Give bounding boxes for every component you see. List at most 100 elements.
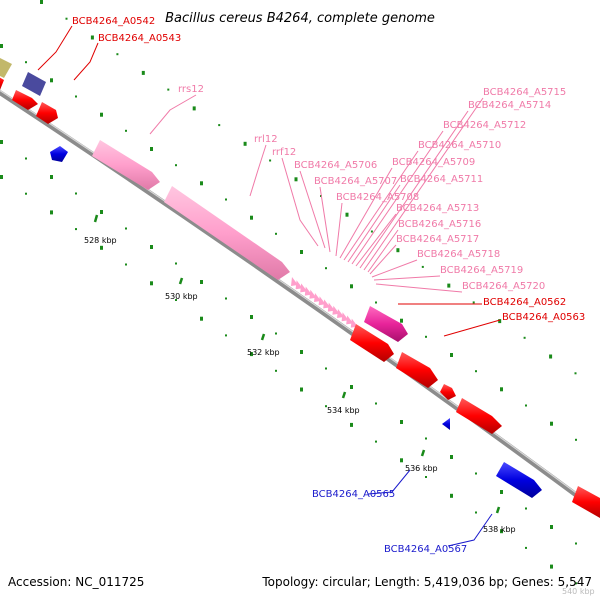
guide-dot — [550, 421, 553, 426]
gene-red-mid-1[interactable] — [396, 352, 438, 388]
gene-olive[interactable] — [0, 56, 12, 78]
guide-dot — [475, 370, 477, 373]
guide-dot — [90, 35, 94, 40]
label-a5714[interactable]: BCB4264_A5714 — [468, 100, 551, 111]
guide-dot — [549, 354, 553, 359]
label-a5720[interactable]: BCB4264_A5720 — [462, 281, 545, 292]
label-a5711[interactable]: BCB4264_A5711 — [400, 174, 483, 185]
trna-gene-cluster[interactable] — [291, 277, 358, 328]
guide-dot — [575, 542, 577, 545]
guide-dot — [421, 265, 424, 268]
guide-dot — [450, 493, 453, 498]
gene-a0565[interactable] — [442, 418, 450, 430]
label-a5717[interactable]: BCB4264_A5717 — [396, 234, 479, 245]
guide-dot — [100, 210, 103, 214]
label-a0562[interactable]: BCB4264_A0562 — [483, 297, 566, 308]
label-a5709[interactable]: BCB4264_A5709 — [392, 157, 475, 168]
guide-dot — [0, 140, 3, 144]
guide-dot — [447, 283, 451, 288]
guide-dot — [396, 248, 400, 253]
leader-line — [355, 213, 397, 267]
guide-dot — [250, 215, 253, 220]
guide-dot — [150, 147, 153, 151]
gene-blue-small[interactable] — [50, 146, 68, 162]
gene-a0563[interactable] — [350, 324, 394, 362]
guide-dot — [75, 95, 77, 98]
guide-dot — [175, 299, 177, 301]
guide-dot — [218, 124, 221, 127]
leader-line — [373, 275, 441, 281]
genome-backbone-highlight — [0, 89, 600, 512]
scale-ticks — [93, 214, 501, 514]
leader-line — [299, 170, 326, 249]
tick-label-540: 540 kbp — [562, 587, 595, 596]
label-a0543[interactable]: BCB4264_A0543 — [98, 33, 181, 44]
gene-red-mid-2[interactable] — [440, 384, 456, 400]
guide-dot — [472, 301, 475, 304]
gene-a0567[interactable] — [496, 462, 542, 498]
guide-dot — [200, 181, 203, 186]
leader-line — [37, 25, 73, 71]
accession-text: Accession: NC_011725 — [8, 575, 144, 589]
guide-dot — [400, 318, 403, 323]
label-a5713[interactable]: BCB4264_A5713 — [396, 203, 479, 214]
label-leader-lines — [37, 25, 501, 547]
label-a5719[interactable]: BCB4264_A5719 — [440, 265, 523, 276]
guide-dot — [50, 78, 53, 83]
guide-dot — [550, 525, 553, 529]
gene-red-small-2[interactable] — [36, 102, 58, 124]
guide-dot — [125, 129, 127, 132]
label-a5708[interactable]: BCB4264_A5708 — [336, 192, 419, 203]
label-rrf12[interactable]: rrf12 — [272, 147, 296, 158]
label-a0563[interactable]: BCB4264_A0563 — [502, 312, 585, 323]
gene-a0562[interactable] — [364, 306, 408, 342]
guide-dot — [575, 438, 577, 441]
label-a0542[interactable]: BCB4264_A0542 — [72, 16, 155, 27]
guide-dot — [425, 476, 427, 478]
tick-label-536: 536 kbp — [405, 464, 438, 473]
leader-line — [443, 319, 501, 337]
leader-line — [73, 42, 99, 81]
label-a5710[interactable]: BCB4264_A5710 — [418, 140, 501, 151]
leader-line — [347, 184, 401, 263]
label-a5707[interactable]: BCB4264_A5707 — [314, 176, 397, 187]
label-a0565[interactable]: BCB4264_A0565 — [312, 489, 395, 500]
tick-label-530: 530 kbp — [165, 292, 198, 301]
guide-dot — [150, 245, 153, 249]
guide-dot — [116, 53, 119, 56]
label-a0567[interactable]: BCB4264_A0567 — [384, 544, 467, 555]
guide-dot — [475, 472, 477, 475]
gene-rrs12[interactable] — [92, 140, 160, 190]
label-rrs12[interactable]: rrs12 — [178, 84, 204, 95]
gene-rrl12[interactable] — [164, 186, 290, 280]
label-rrl12[interactable]: rrl12 — [254, 134, 278, 145]
guide-dot — [25, 192, 27, 195]
guide-dot — [192, 106, 196, 111]
label-a5715[interactable]: BCB4264_A5715 — [483, 87, 566, 98]
guide-dot — [50, 175, 53, 179]
guide-dot — [450, 353, 453, 357]
label-a5718[interactable]: BCB4264_A5718 — [417, 249, 500, 260]
guide-dot — [574, 372, 577, 375]
guide-dot — [225, 198, 227, 201]
guide-dot — [25, 61, 27, 64]
leader-line — [369, 244, 397, 275]
gene-red-a0542[interactable] — [0, 74, 4, 90]
label-a5706[interactable]: BCB4264_A5706 — [294, 160, 377, 171]
guide-dot — [350, 422, 353, 427]
guide-dot — [498, 319, 502, 324]
gene-navy[interactable] — [22, 72, 46, 96]
label-a5712[interactable]: BCB4264_A5712 — [443, 120, 526, 131]
label-a5716[interactable]: BCB4264_A5716 — [398, 219, 481, 230]
guide-dot — [375, 440, 377, 443]
guide-dot — [40, 0, 43, 4]
guide-dot — [300, 387, 303, 392]
leader-line — [149, 94, 197, 135]
guide-dot — [525, 546, 527, 549]
gene-red-edge[interactable] — [572, 486, 600, 518]
gene-red-small-1[interactable] — [12, 90, 38, 110]
genome-backbone — [0, 89, 600, 516]
leader-line — [249, 144, 267, 197]
gene-red-mid-3[interactable] — [456, 398, 502, 434]
